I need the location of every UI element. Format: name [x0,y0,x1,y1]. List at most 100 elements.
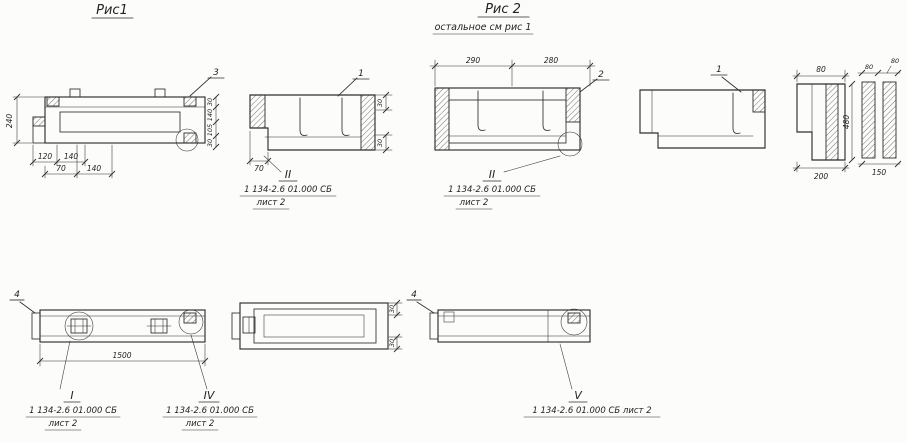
dim-80c-label: 80 [891,57,899,65]
dim-stack-1: 30 [206,98,214,106]
hatched-wall [249,94,266,129]
section-iv-sheet: лист 2 [185,419,215,429]
dim-120-label: 120 [38,152,53,161]
section-iv-ref: 1 134-2.6 01.000 СБ [166,406,254,416]
dim-stack-2: 140 [206,109,214,121]
hatched-bar [861,81,876,159]
callout-2-label: 2 [598,70,604,80]
leader-to-v [559,343,573,390]
section-iv-label: IV [204,389,216,402]
section-ii-b-sheet: лист 2 [459,198,489,208]
callout-2: 2 [579,70,610,93]
section-iv-callout: IV 1 134-2.6 01.000 СБ лист 2 [162,389,258,431]
dim-fig1-height: 240 [5,93,45,147]
fig2-section-view-2: 1 [639,65,766,149]
dim-plan-mid-right: 30 30 [388,299,403,353]
callout-1b-label: 1 [716,65,722,75]
dim-sec2a-70: 70 [246,130,272,173]
callout-4a: 4 [9,290,36,314]
section-ii-a-ref: 1 134-2.6 01.000 СБ [244,185,332,195]
detail-circle [557,131,583,157]
hatched-wall [434,87,450,151]
callout-4b-label: 4 [411,290,417,300]
callout-3: 3 [189,68,225,97]
figure-titles: Рис1 Рис 2 остальное см рис 1 [91,2,534,35]
dim-side1-bottom: 200 [792,161,850,181]
dim-140b-label: 140 [87,164,102,173]
dim-80b-label: 80 [865,63,873,71]
section-ii-a-sheet: лист 2 [256,198,286,208]
dim-stack-4: 30 [206,139,214,147]
anchor-bolt-symbol [66,318,92,334]
dim-fig2-top: 290 280 [429,56,596,87]
detail-circle [175,128,199,152]
fig2-note: остальное см рис 1 [435,22,532,33]
section-v-label: V [574,389,583,402]
section-i-ref: 1 134-2.6 01.000 СБ [29,406,117,416]
section-ii-a-label: II [285,168,292,181]
anchor-hook [542,90,551,131]
hatched-pad [183,312,197,324]
callout-1b: 1 [710,65,742,93]
dim-30-mid-top-label: 30 [388,305,396,313]
fig1-title: Рис1 [96,3,128,18]
hatched-wall [752,89,766,113]
dim-30-mid-bottom-label: 30 [388,339,396,347]
dim-fig1-bottom-row2: 70 140 [41,144,116,179]
hatched-bar [882,81,897,159]
leader-to-i [59,340,71,390]
dim-1500-label: 1500 [112,351,131,360]
hatched-pad [46,96,60,107]
hatched-wall [360,94,376,151]
section-ii-b-callout: II 1 134-2.6 01.000 СБ лист 2 [443,155,561,210]
anchor-hook [732,92,741,134]
leader-to-iv [190,334,208,390]
plan-view-middle: 30 30 [231,299,403,353]
fig2-side-view-2: 80 80 150 [857,57,902,177]
section-v-ref: 1 134-2.6 01.000 СБ лист 2 [532,406,651,416]
hatched-pad [183,96,197,107]
callout-4b: 4 [406,290,435,314]
anchor-bolt-symbol [146,318,172,334]
dim-140-label: 140 [64,152,79,161]
dim-280-label: 280 [544,56,559,65]
dim-200-label: 200 [814,172,829,181]
section-ii-b-label: II [489,168,496,181]
plan-view-i-iv: 4 1500 I 1 134-2.6 01.000 СБ лист 2 IV 1… [9,290,258,431]
fig2-section-ii-view: 290 280 2 II 1 134-2.6 01.000 СБ лист 2 [429,56,610,210]
section-v-callout: V 1 134-2.6 01.000 СБ лист 2 [523,389,661,418]
anchor-bolt-symbol [242,316,256,334]
anchor-hook [477,90,486,131]
detail-circle [64,311,94,341]
dim-70-sec-label: 70 [254,164,264,173]
dim-side2-top: 80 80 [857,57,902,77]
fig1-elevation-view: 240 120 140 70 140 [5,68,225,179]
dim-side1-height: 480 [842,80,856,164]
callout-1a-label: 1 [358,69,364,79]
hatched-wall [565,87,581,123]
dim-fig1-right-stack: 30 140 105 30 [206,93,220,151]
section-i-callout: I 1 134-2.6 01.000 СБ лист 2 [25,389,121,431]
hatched-column [825,83,839,161]
plan-view-v: 4 V 1 134-2.6 01.000 СБ лист 2 [406,290,661,418]
callout-4a-label: 4 [14,290,20,300]
dim-150-label: 150 [872,168,887,177]
dim-240-label: 240 [5,114,14,129]
fig1-section-ii-view: 1 30 30 70 II 1 134-2 [239,69,393,210]
section-i-sheet: лист 2 [48,419,78,429]
callout-1a: 1 [337,69,370,97]
detail-circle [560,308,588,336]
anchor-hook [341,97,350,136]
dim-fig1-bottom-row1: 120 140 [29,144,89,167]
dim-side1-top: 80 [792,65,850,83]
dim-stack-3: 105 [206,124,214,136]
dim-sec2a-right: 30 30 [375,91,393,154]
dim-30-top-label: 30 [376,99,384,107]
hatched-pad [567,312,581,324]
dim-480-label: 480 [842,115,851,130]
dim-70-label: 70 [56,164,66,173]
section-ii-a-callout: II 1 134-2.6 01.000 СБ лист 2 [239,155,337,210]
dim-290-label: 290 [466,56,481,65]
fig2-title: Рис 2 [485,2,521,17]
